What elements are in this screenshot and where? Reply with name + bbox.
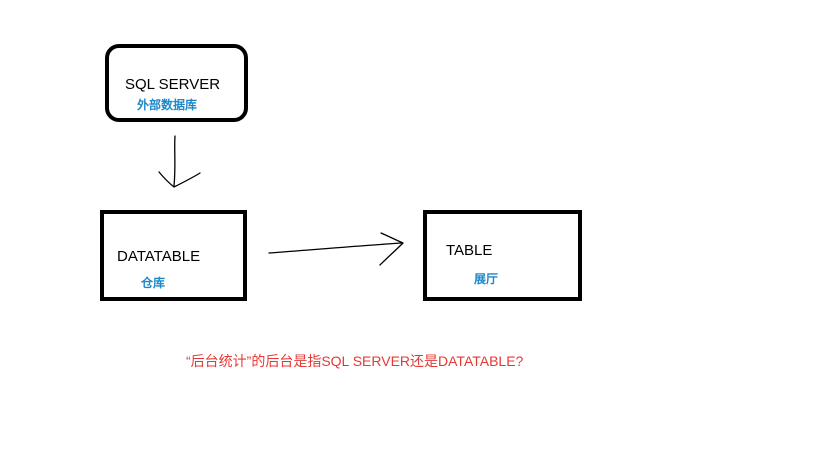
datatable-subtitle: 仓库	[141, 276, 166, 290]
datatable-title: DATATABLE	[117, 248, 201, 265]
right-arrow-head	[379, 232, 404, 266]
sql-server-box	[105, 44, 248, 122]
right-arrow-shaft	[268, 242, 403, 254]
table-title: TABLE	[446, 242, 493, 259]
down-arrow-shaft	[173, 135, 176, 187]
down-arrow-head	[158, 171, 201, 188]
table-subtitle: 展厅	[474, 272, 499, 286]
sql-server-subtitle: 外部数据库	[137, 98, 198, 112]
table-box	[423, 210, 582, 301]
question-text: “后台统计”的后台是指SQL SERVER还是DATATABLE?	[186, 353, 524, 369]
sql-server-title: SQL SERVER	[125, 76, 221, 93]
datatable-box	[100, 210, 247, 301]
